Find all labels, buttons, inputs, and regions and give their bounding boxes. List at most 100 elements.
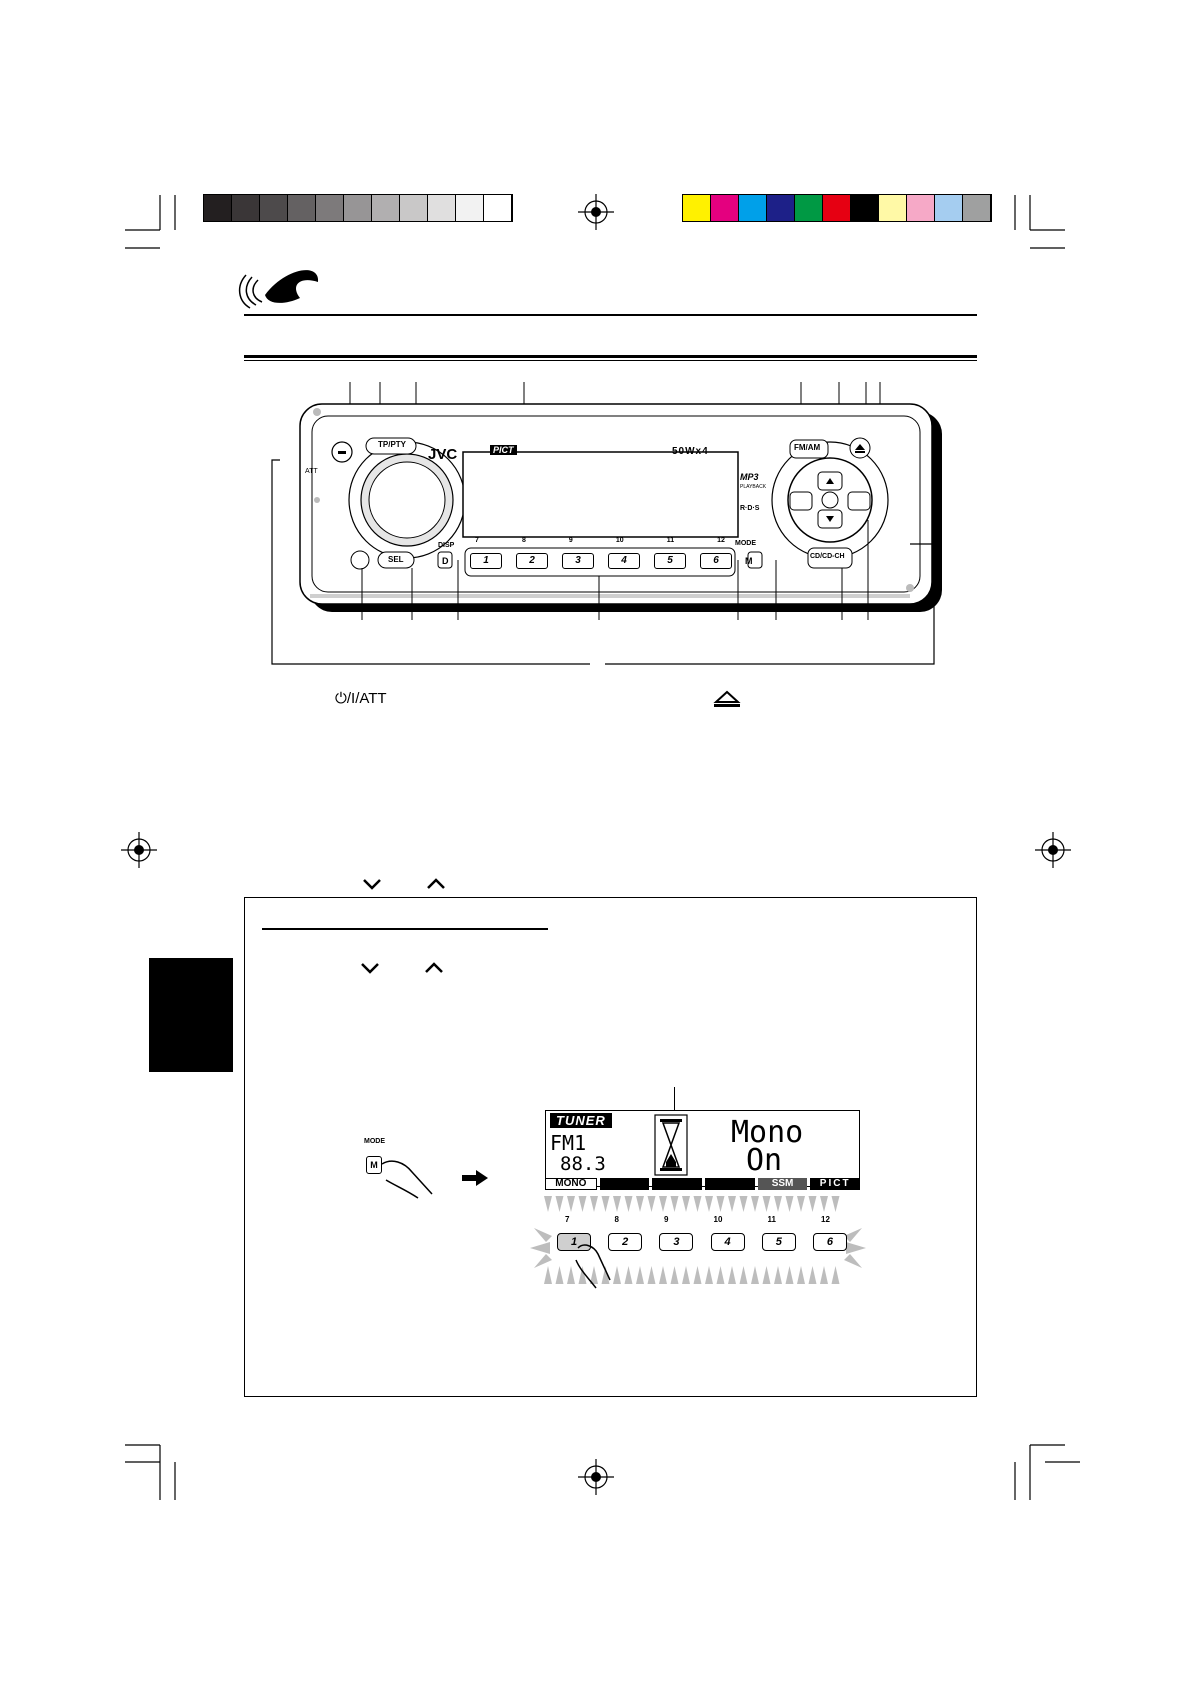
color-swatch (879, 195, 907, 221)
color-swatch (907, 195, 935, 221)
flash-triangle-top (659, 1196, 667, 1212)
flash-triangle-bottom (693, 1266, 702, 1284)
lcd-display: TUNER FM1 88.3 Mono On (545, 1110, 860, 1187)
power-att-label: ⏻/I/ATT (335, 690, 387, 707)
flash-triangle-top (797, 1196, 805, 1212)
soft-key-blank-2 (652, 1178, 703, 1190)
att-label: ATT (305, 468, 318, 475)
chevron-symbols-2 (361, 962, 443, 974)
tp-pty-button[interactable]: TP/PTY (378, 440, 407, 449)
grayscale-swatch (456, 195, 484, 221)
color-swatch (795, 195, 823, 221)
section-rule-thin (244, 360, 977, 361)
soft-key-blank-1 (599, 1178, 650, 1190)
lcd-message-line1: Mono (731, 1115, 804, 1150)
flash-triangle-bottom (728, 1266, 736, 1284)
lcd-soft-key-row: MONO SSM PICT (545, 1178, 861, 1190)
illustration-preset-upper-8: 8 (614, 1215, 619, 1224)
color-swatch (739, 195, 767, 221)
section-rule-thick (244, 355, 977, 358)
illustration-preset-upper-7: 7 (565, 1215, 570, 1224)
panel-preset-button-3[interactable]: 3 (562, 553, 594, 569)
flash-triangle-top (601, 1196, 610, 1212)
panel-preset-button-1[interactable]: 1 (470, 553, 502, 569)
flash-triangle-top (831, 1196, 840, 1212)
flash-triangle-top (544, 1196, 552, 1212)
chevron-down-icon (363, 879, 381, 890)
panel-preset-upper-row: 7 8 9 10 11 12 (475, 537, 725, 544)
cd-button[interactable]: CD/CD-CH (810, 553, 845, 560)
flash-triangle-top (774, 1196, 782, 1212)
illustration-preset-button-4[interactable]: 4 (710, 1233, 745, 1251)
flash-triangle-top (567, 1196, 575, 1212)
panel-preset-button-2[interactable]: 2 (516, 553, 548, 569)
grayscale-registration-bar (203, 194, 513, 222)
lcd-frequency: 88.3 (560, 1153, 606, 1175)
mp3-logo: MP3 (740, 472, 759, 482)
illustration-mode-button[interactable]: M (366, 1156, 382, 1174)
chevron-up-icon (427, 878, 445, 889)
flash-triangle-bottom (682, 1266, 690, 1284)
flash-triangle-top (716, 1196, 725, 1212)
grayscale-swatch (204, 195, 232, 221)
flash-triangle-top (785, 1196, 794, 1212)
flash-triangle-top (670, 1196, 679, 1212)
illustration-preset-row: 1 2 3 4 5 6 (557, 1233, 847, 1251)
grayscale-swatch (428, 195, 456, 221)
flash-triangle-right (844, 1228, 862, 1242)
illustration-preset-button-1[interactable]: 1 (557, 1233, 591, 1251)
lcd-source-badge: TUNER (550, 1113, 612, 1128)
flash-triangle-left (534, 1254, 552, 1268)
flash-triangle-top (590, 1196, 598, 1212)
flash-triangle-bottom (831, 1266, 840, 1284)
brand-logo: JVC (428, 446, 458, 463)
flash-triangle-bottom (751, 1266, 759, 1284)
flash-triangle-bottom (659, 1266, 667, 1284)
panel-preset-row: 1 2 3 4 5 6 (470, 553, 732, 569)
mode-button[interactable]: M (745, 556, 753, 566)
panel-preset-button-6[interactable]: 6 (700, 553, 732, 569)
soft-key-pict: PICT (810, 1178, 861, 1190)
illustration-preset-button-5[interactable]: 5 (761, 1233, 796, 1251)
disp-button[interactable]: D (442, 556, 449, 566)
illustration-preset-button-6[interactable]: 6 (812, 1233, 847, 1251)
chevron-symbols-1 (363, 878, 445, 890)
flash-triangle-right (844, 1254, 862, 1268)
flash-triangle-bottom (808, 1266, 817, 1284)
illustration-preset-upper-12: 12 (821, 1215, 830, 1224)
panel-preset-button-5[interactable]: 5 (654, 553, 686, 569)
power-output-label: 50Wx4 (672, 446, 709, 457)
flash-triangle-bottom (739, 1266, 748, 1284)
flash-triangle-top (578, 1196, 587, 1212)
eject-icon (713, 690, 741, 707)
grayscale-swatch (260, 195, 288, 221)
chevron-down-icon (361, 963, 379, 974)
flash-triangle-bottom (785, 1266, 794, 1284)
color-swatch (963, 195, 991, 221)
sel-button[interactable]: SEL (388, 555, 404, 564)
fm-am-button[interactable]: FM/AM (794, 443, 821, 452)
flash-triangle-bottom (544, 1266, 552, 1284)
grayscale-swatch (288, 195, 316, 221)
flash-triangle-top (762, 1196, 771, 1212)
hourglass-callout-line (674, 1087, 675, 1110)
flash-triangle-top (820, 1196, 828, 1212)
rds-logo: R·D·S (740, 505, 760, 512)
flash-triangle-bottom (590, 1266, 598, 1284)
flashing-indicators (530, 1196, 866, 1284)
flash-triangle-bottom (716, 1266, 725, 1284)
lcd-message-line2: On (746, 1143, 783, 1178)
flash-triangle-left (534, 1228, 552, 1242)
panel-preset-button-4[interactable]: 4 (608, 553, 640, 569)
illustration-preset-upper-row: 7 8 9 10 11 12 (565, 1215, 830, 1224)
flash-triangle-top (682, 1196, 690, 1212)
illustration-preset-button-3[interactable]: 3 (659, 1233, 694, 1251)
flash-triangle-top (624, 1196, 633, 1212)
flash-triangle-top (728, 1196, 736, 1212)
flash-triangle-top (555, 1196, 564, 1212)
illustration-preset-button-2[interactable]: 2 (608, 1233, 643, 1251)
pressing-finger-icon-2 (575, 1244, 611, 1289)
chevron-up-icon (425, 962, 443, 973)
panel-preset-upper-10: 10 (615, 537, 624, 544)
panel-preset-upper-9: 9 (568, 537, 573, 544)
